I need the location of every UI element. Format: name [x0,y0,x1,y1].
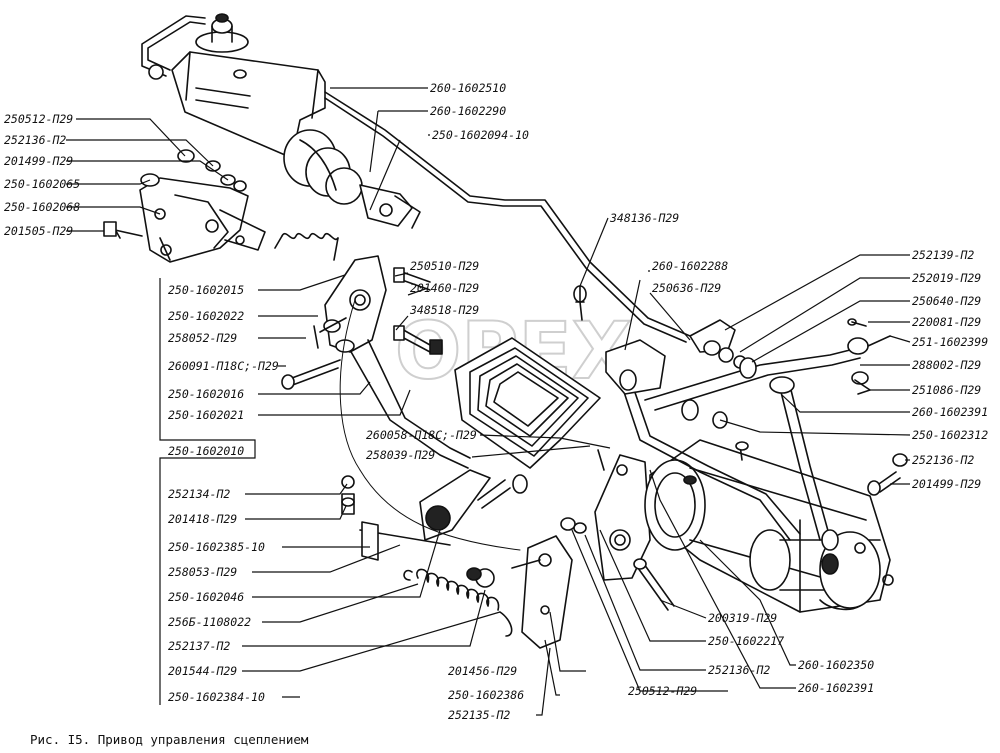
pedal-lever [281,255,471,469]
label-left-5: 201505-П29 [4,224,73,238]
slave-cylinder [644,439,894,613]
label-bottom-7: 260-1602350 [798,658,874,672]
label-right-2: 250640-П29 [912,294,981,308]
label-top-0: 260-1602510 [430,81,506,95]
master-cylinder [171,13,421,229]
left-small-parts [341,475,355,515]
label-right-5: 288002-П29 [912,358,981,372]
label-left-11: 250-1602021 [168,408,244,422]
label-left-19: 252137-П2 [168,639,230,653]
label-left-3: 250-1602065 [4,177,80,191]
label-center-7: 258039-П29 [366,448,435,462]
label-left-0: 250512-П29 [4,112,73,126]
label-left-8: 258052-П29 [168,331,237,345]
label-right-9: 252136-П2 [912,453,974,467]
label-left-9: 260091-П18С;-П29 [168,359,279,373]
label-right-0: 252139-П2 [912,248,974,262]
pedal-bracket [103,149,266,263]
lower-lever [359,469,528,561]
label-right-1: 252019-П29 [912,271,981,285]
label-bottom-0: 200319-П29 [708,611,777,625]
figure-caption: Рис. I5. Привод управления сцеплением [30,732,309,747]
label-center-2: 348518-П29 [409,303,479,317]
label-bottom-8: 260-1602391 [798,681,874,695]
right-bolt [867,453,908,496]
label-left-12: 250-1602010 [168,444,244,458]
label-right-4: 251-1602399 [912,335,988,349]
label-top-1: 260-1602290 [430,104,506,118]
label-bottom-2: 252136-П2 [708,663,770,677]
label-left-13: 252134-П2 [168,487,230,501]
label-right-3: 220081-П29 [912,315,981,329]
label-left-17: 250-1602046 [168,590,244,604]
label-bottom-5: 250512-П29 [628,684,697,698]
label-center-4: 260-1602288 [652,259,728,273]
label-bottom-4: 250-1602386 [448,688,524,702]
return-spring-upper [274,232,339,261]
pipe-fittings [573,285,891,429]
label-left-15: 250-1602385-10 [168,540,265,554]
label-center-5: 250636-П29 [652,281,721,295]
label-left-21: 250-1602384-10 [168,690,265,704]
flywheel-outline [339,299,521,551]
label-left-4: 250-1602068 [4,200,80,214]
label-left-18: 256Б-1108022 [168,615,251,629]
label-right-10: 201499-П29 [912,477,981,491]
label-center-0: 250510-П29 [410,259,479,273]
label-center-6: 260058-П18С;-П29 [366,428,477,442]
label-left-2: 201499-П29 [4,154,73,168]
clutch-return-spring [403,567,513,637]
label-left-6: 250-1602015 [168,283,244,297]
label-center-1: 201460-П29 [410,281,479,295]
label-left-1: 252136-П2 [4,133,66,147]
callout-labels: 260-1602510 260-1602290 250-1602094-10 2… [4,81,988,722]
label-top-2: 250-1602094-10 [432,128,529,142]
label-bottom-1: 250-1602217 [708,634,784,648]
label-left-7: 250-1602022 [168,309,244,323]
label-bottom-3: 201456-П29 [448,664,517,678]
label-right-6: 251086-П29 [912,383,981,397]
label-left-10: 250-1602016 [168,387,244,401]
label-right-8: 250-1602312 [912,428,988,442]
label-left-20: 201544-П29 [168,664,237,678]
stop-plate [511,517,587,649]
label-right-7: 260-1602391 [912,405,988,419]
label-left-16: 258053-П29 [168,565,237,579]
label-left-14: 201418-П29 [168,512,237,526]
slave-pipes [619,347,861,551]
label-center-3: 348136-П29 [609,211,679,225]
label-bottom-6: 252135-П2 [448,708,510,722]
